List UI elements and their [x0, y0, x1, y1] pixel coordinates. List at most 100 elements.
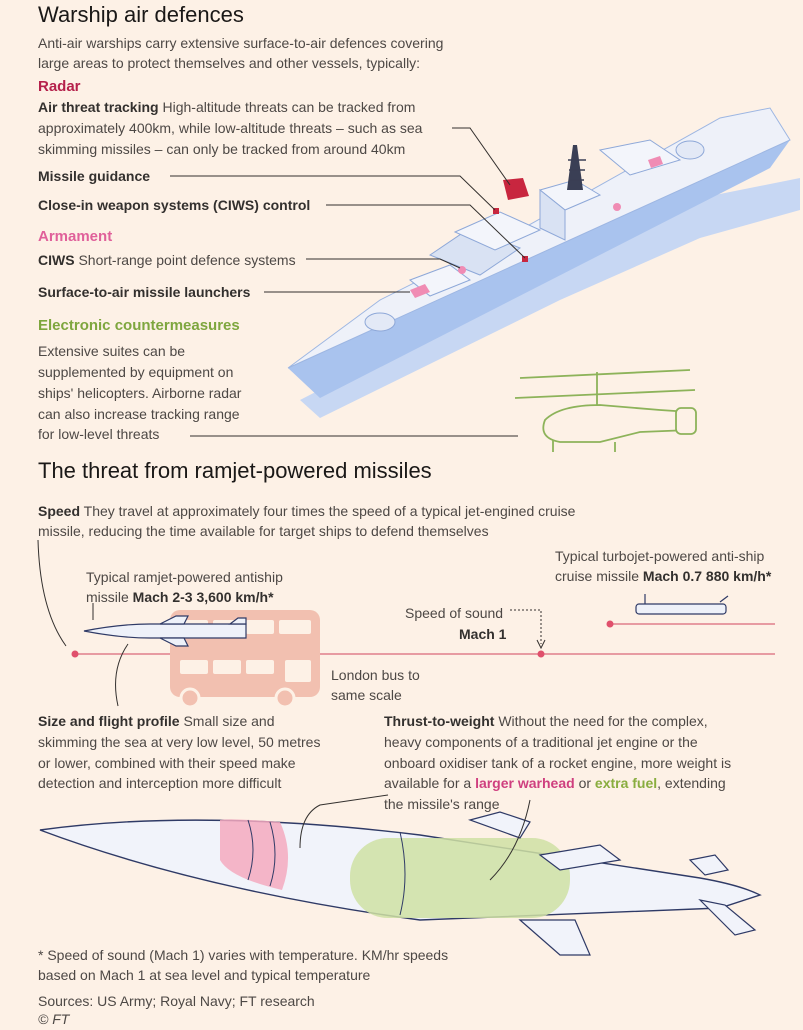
turbojet-speed: Mach 0.7 880 km/h* [642, 568, 772, 584]
air-threat-line-2: approximately 400km, while low-altitude … [38, 120, 423, 136]
mast [567, 145, 583, 190]
thrust-label: Thrust-to-weight [384, 713, 495, 729]
mach1-dot [537, 650, 545, 658]
aft-block [598, 139, 682, 176]
bus-label-2: same scale [331, 687, 402, 703]
air-threat-line-3: skimming missiles – can only be tracked … [38, 141, 406, 157]
ciws-text: Short-range point defence systems [78, 252, 296, 268]
intro-line-2: large areas to protect themselves and ot… [38, 55, 421, 71]
thrust-line-5: the missile's range [384, 796, 500, 812]
thrust-line-3: onboard oxidiser tank of a rocket engine… [384, 755, 732, 771]
air-threat-label: Air threat tracking [38, 99, 159, 115]
missile-guidance-label: Missile guidance [38, 168, 151, 184]
speed-of-sound-label: Speed of sound [405, 605, 504, 621]
sam-launcher-mark [410, 284, 430, 298]
ciws-mark [458, 266, 466, 274]
section-title-warship: Warship air defences [38, 2, 244, 27]
thrust-line-1: Thrust-to-weight Without the need for th… [384, 711, 708, 732]
mach-1-label: Mach 1 [459, 626, 507, 642]
rotor-upper [519, 369, 691, 379]
fuel-section [350, 838, 570, 918]
thrust-line-2: heavy components of a traditional jet en… [384, 734, 698, 750]
ecm-line-5: for low-level threats [38, 426, 160, 442]
speed-pointer [37, 539, 67, 647]
ciws-label: CIWS [38, 252, 75, 268]
bus-wheel-front [179, 687, 201, 709]
speed-line-2: missile, reducing the time available for… [38, 523, 489, 539]
turbojet-dot [606, 620, 614, 628]
ciws-mark-aft [613, 203, 621, 211]
turbojet-missile-small [635, 594, 729, 615]
armament-heading: Armament [38, 228, 113, 245]
bridge-side [539, 188, 566, 241]
guidance-radar [493, 208, 499, 214]
turbojet-label-word: cruise missile [555, 568, 640, 584]
speed-line-1: Speed They travel at approximately four … [38, 501, 575, 522]
bus-windows [180, 620, 311, 682]
extra-fuel: extra fuel [594, 775, 658, 791]
size-line-4: detection and interception more difficul… [38, 775, 282, 791]
forward-turret [364, 312, 396, 332]
turbojet-label-1: Typical turbojet-powered anti-ship [555, 548, 765, 564]
air-threat-line-1: Air threat tracking High-altitude threat… [38, 97, 415, 118]
ecm-line-2: supplemented by equipment on [38, 364, 234, 380]
section-title-ramjet: The threat from ramjet-powered missiles [38, 458, 432, 483]
ecm-line-3: ships' helicopters. Airborne radar [38, 385, 242, 401]
radar-heading: Radar [38, 78, 81, 95]
footnote-line-2: based on Mach 1 at sea level and typical… [38, 967, 371, 983]
larger-warhead: larger warhead [475, 775, 575, 791]
copyright: © FT [38, 1011, 70, 1027]
bus-label-1: London bus to [331, 667, 420, 683]
landing-gear [552, 440, 616, 452]
ramjet-label-2: missile Mach 2-3 3,600 km/h* [86, 587, 274, 608]
water-shadow [300, 178, 800, 418]
ramjet-speed-dot [71, 650, 79, 658]
bridge-block [538, 179, 602, 211]
ecm-heading: Electronic countermeasures [38, 317, 240, 334]
ciws-radar [522, 256, 528, 262]
thrust-text-1: Without the need for the complex, [498, 713, 708, 729]
turbojet-label-2: cruise missile Mach 0.7 880 km/h* [555, 566, 771, 587]
thrust-or: or [578, 775, 592, 791]
size-label: Size and flight profile [38, 713, 180, 729]
section-rings [247, 819, 276, 887]
london-bus [170, 610, 320, 709]
bus-body [170, 610, 320, 697]
thrust-line-4: available for a larger warhead or extra … [384, 773, 726, 794]
mach1-pointer [510, 609, 542, 644]
rotor-lower [514, 389, 696, 399]
ecm-line-4: can also increase tracking range [38, 406, 240, 422]
intro-line-1: Anti-air warships carry extensive surfac… [38, 35, 444, 51]
speed-label: Speed [38, 503, 81, 519]
footnote-line-1: * Speed of sound (Mach 1) varies with te… [38, 947, 449, 963]
size-line-3: or lower, combined with their speed make [38, 755, 296, 771]
sam-launchers-label: Surface-to-air missile launchers [38, 284, 251, 300]
ramjet-missile-small [83, 615, 247, 647]
aft-turret [675, 140, 705, 160]
side-intake [538, 844, 622, 871]
sources: Sources: US Army; Royal Navy; FT researc… [38, 993, 315, 1009]
fuselage [542, 404, 696, 443]
launcher-block [409, 264, 472, 297]
ciws-control-label: Close-in weapon systems (CIWS) control [38, 197, 311, 213]
superstructure-mid [453, 211, 542, 251]
ramjet-missile-large [39, 811, 762, 956]
ramjet-speed: Mach 2-3 3,600 km/h* [132, 589, 274, 605]
helicopter-illustration [514, 369, 697, 452]
tail-fin-lower [698, 899, 757, 936]
ramjet-label-word: missile [86, 589, 129, 605]
tail-fin-upper [688, 854, 730, 876]
size-line-2: skimming the sea at very low level, 50 m… [38, 734, 321, 750]
size-line-1: Size and flight profile Small size and [38, 711, 275, 732]
ciws-line: CIWS Short-range point defence systems [38, 250, 296, 271]
warhead-pointer [299, 794, 389, 849]
speed-text-1: They travel at approximately four times … [83, 503, 576, 519]
tail-fin [675, 407, 697, 435]
hull-side [288, 140, 790, 398]
radar-array [503, 178, 529, 200]
mast-rungs [568, 159, 586, 181]
size-text-1: Small size and [183, 713, 275, 729]
bus-wheel-rear [274, 687, 296, 709]
mach1-arrow [536, 639, 546, 650]
lower-fin [518, 919, 591, 956]
